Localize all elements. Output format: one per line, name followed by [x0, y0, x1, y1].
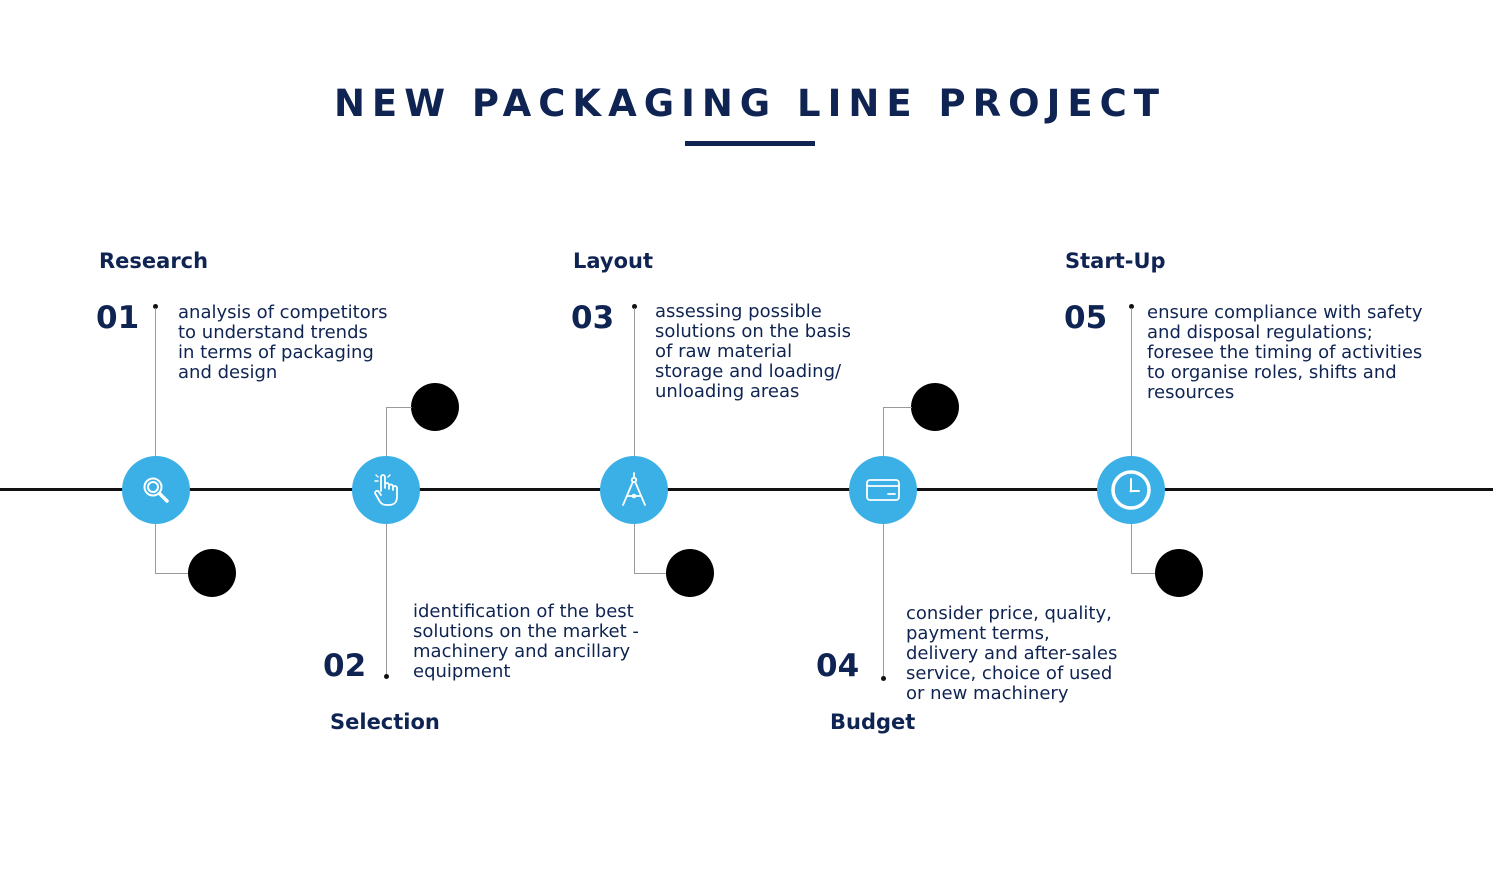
step-description: analysis of competitors to understand tr… — [178, 302, 388, 383]
step-title: Selection — [330, 710, 440, 734]
clock-icon — [1097, 456, 1165, 524]
step-number: 03 — [571, 300, 615, 336]
step-description: assessing possible solutions on the basi… — [655, 301, 851, 402]
step-title: Budget — [830, 710, 916, 734]
step-description: ensure compliance with safety and dispos… — [1147, 302, 1423, 403]
magnifier-icon — [122, 456, 190, 524]
drafting-compass-icon — [600, 456, 668, 524]
pointing-hand-icon — [352, 456, 420, 524]
marker-dot — [666, 549, 714, 597]
connector-stem-up — [1131, 308, 1132, 456]
connector-branch — [1131, 573, 1156, 574]
step-number: 02 — [323, 648, 367, 684]
step-title: Start-Up — [1065, 249, 1166, 273]
step-number: 04 — [816, 648, 860, 684]
connector-branch — [155, 573, 189, 574]
marker-dot — [411, 383, 459, 431]
step-description: identification of the best solutions on … — [413, 601, 639, 682]
step-title: Research — [99, 249, 209, 273]
connector-stem-up — [883, 407, 884, 457]
connector-stem-up — [155, 308, 156, 456]
connector-stem-down — [1131, 522, 1132, 574]
step-number: 05 — [1064, 300, 1108, 336]
connector-dot — [384, 674, 389, 679]
credit-card-icon — [849, 456, 917, 524]
connector-dot — [153, 304, 158, 309]
connector-stem-up — [386, 407, 387, 457]
connector-dot — [632, 304, 637, 309]
connector-stem-down — [883, 522, 884, 678]
connector-dot — [1129, 304, 1134, 309]
connector-stem-down — [155, 522, 156, 574]
connector-branch — [634, 573, 667, 574]
page-title: NEW PACKAGING LINE PROJECT — [333, 82, 1167, 125]
connector-dot — [881, 676, 886, 681]
step-description: consider price, quality, payment terms, … — [906, 603, 1118, 704]
step-title: Layout — [573, 249, 654, 273]
marker-dot — [188, 549, 236, 597]
timeline-line — [0, 488, 1493, 491]
connector-branch — [883, 407, 912, 408]
title-underline — [685, 141, 815, 146]
connector-branch — [386, 407, 412, 408]
connector-stem-down — [386, 522, 387, 676]
marker-dot — [911, 383, 959, 431]
step-number: 01 — [96, 300, 140, 336]
connector-stem-up — [634, 308, 635, 456]
marker-dot — [1155, 549, 1203, 597]
connector-stem-down — [634, 522, 635, 574]
